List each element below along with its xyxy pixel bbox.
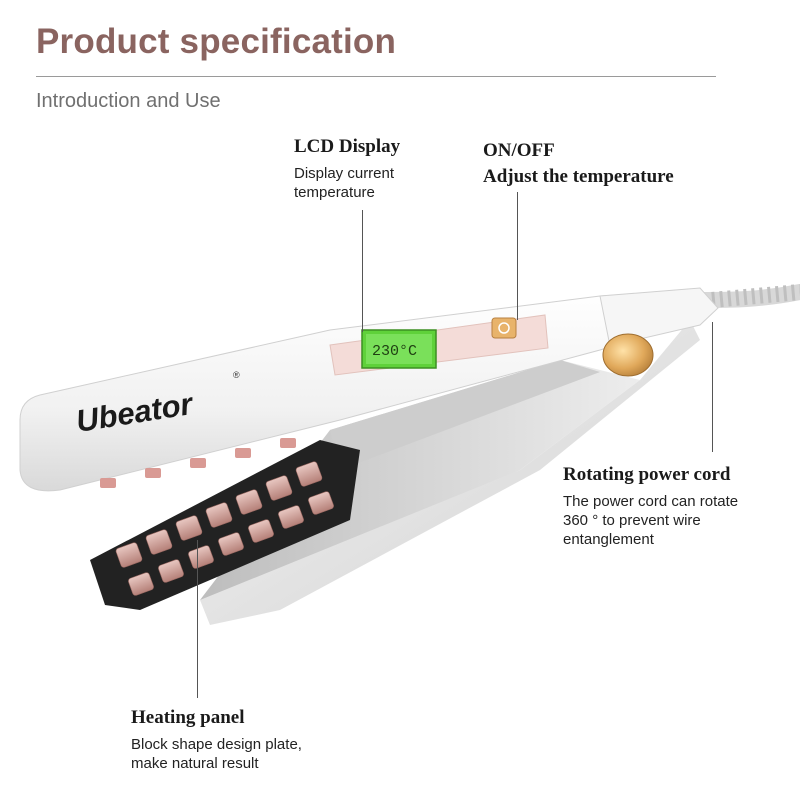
panel-leader-line	[197, 540, 198, 698]
power-button[interactable]	[491, 317, 517, 339]
panel-desc-line2: make natural result	[131, 755, 259, 772]
power-icon	[498, 322, 510, 334]
cord-desc-line2: 360 ° to prevent wire	[563, 512, 701, 529]
panel-callout-desc: Block shape design plate, make natural r…	[131, 735, 302, 773]
rotating-knob[interactable]	[602, 333, 654, 377]
lcd-display: 230°C	[361, 329, 437, 369]
power-callout-subtitle: Adjust the temperature	[483, 166, 674, 187]
cord-leader-line	[712, 322, 713, 452]
cord-callout-desc: The power cord can rotate 360 ° to preve…	[563, 492, 738, 549]
registered-mark-icon: ®	[233, 370, 240, 380]
lcd-leader-line	[362, 210, 363, 332]
cord-callout-title: Rotating power cord	[563, 464, 731, 485]
lcd-desc-line1: Display current	[294, 165, 395, 182]
page-subtitle: Introduction and Use	[36, 90, 221, 112]
lcd-reading: 230°C	[372, 343, 417, 360]
lcd-desc-line2: temperature	[294, 184, 375, 201]
lcd-callout-desc: Display current temperature	[294, 164, 394, 202]
cord-desc-line3: entanglement	[563, 531, 654, 548]
heating-plate	[90, 440, 360, 610]
title-divider	[36, 76, 716, 77]
power-leader-line	[517, 192, 518, 320]
page-title: Product specification	[36, 22, 397, 61]
power-cord	[692, 284, 800, 308]
power-callout-title: ON/OFF	[483, 140, 555, 161]
lower-arm	[200, 320, 700, 625]
cord-desc-line1: The power cord can rotate	[563, 493, 739, 510]
panel-callout-title: Heating panel	[131, 707, 245, 728]
lcd-callout-title: LCD Display	[294, 136, 401, 157]
panel-desc-line1: Block shape design plate,	[131, 736, 302, 753]
